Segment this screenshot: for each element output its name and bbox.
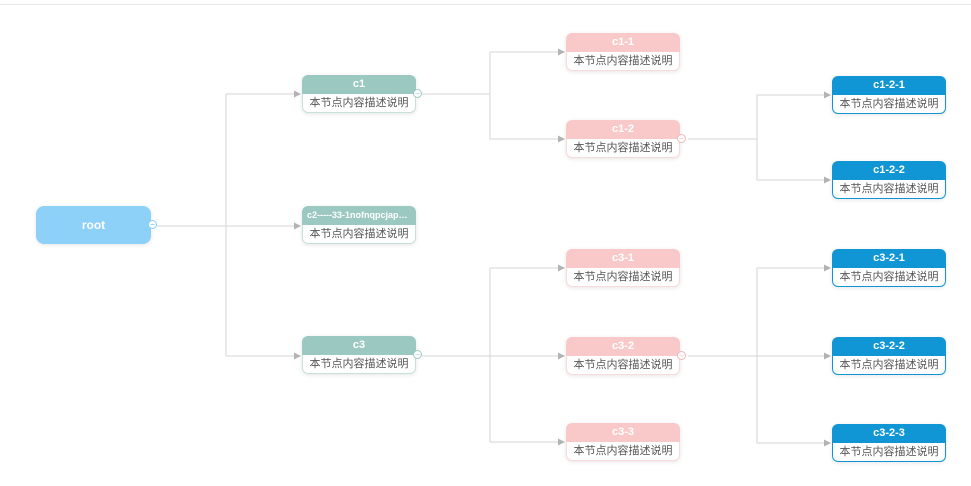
node-c3-2-description: 本节点内容描述说明 [566, 356, 680, 375]
node-c3-2-title: c3-2 [566, 337, 680, 356]
collapse-toggle-icon[interactable]: – [677, 351, 686, 360]
node-c1-2-1-description: 本节点内容描述说明 [832, 95, 946, 114]
node-c1-description: 本节点内容描述说明 [302, 94, 416, 113]
node-c3-1-title: c3-1 [566, 249, 680, 268]
node-c3-1[interactable]: c3-1 本节点内容描述说明 [566, 249, 680, 287]
node-c1-1[interactable]: c1-1 本节点内容描述说明 [566, 33, 680, 71]
node-c1-2-1[interactable]: c1-2-1 本节点内容描述说明 [832, 76, 946, 114]
node-c1-1-title: c1-1 [566, 33, 680, 52]
edge-root-c3 [155, 225, 301, 360]
node-c2-description: 本节点内容描述说明 [302, 225, 416, 244]
node-c3-2-2-description: 本节点内容描述说明 [832, 356, 946, 375]
node-c1-2-2[interactable]: c1-2-2 本节点内容描述说明 [832, 161, 946, 199]
node-c3-3[interactable]: c3-3 本节点内容描述说明 [566, 423, 680, 461]
node-c1-2-2-description: 本节点内容描述说明 [832, 180, 946, 199]
edge-c3-c3-1 [422, 264, 565, 357]
node-root[interactable]: root – [36, 206, 157, 244]
node-c1[interactable]: c1 本节点内容描述说明 – [302, 75, 422, 113]
node-c1-title: c1 [302, 75, 416, 94]
collapse-toggle-icon[interactable]: – [413, 350, 422, 359]
collapse-toggle-icon[interactable]: – [413, 89, 422, 98]
node-c3-3-description: 本节点内容描述说明 [566, 442, 680, 461]
node-c3-2-3-description: 本节点内容描述说明 [832, 443, 946, 462]
node-c3-2-3-title: c3-2-3 [832, 424, 946, 443]
node-c3-2-2[interactable]: c3-2-2 本节点内容描述说明 [832, 337, 946, 375]
node-c1-2[interactable]: c1-2 本节点内容描述说明 – [566, 120, 686, 158]
edge-root-c1 [155, 90, 301, 227]
collapse-toggle-icon[interactable]: – [148, 220, 157, 229]
node-c3-2-1[interactable]: c3-2-1 本节点内容描述说明 [832, 249, 946, 287]
top-divider [0, 4, 971, 5]
edge-c1-c1-1 [422, 48, 565, 95]
node-c3-title: c3 [302, 336, 416, 355]
node-c3-2-2-title: c3-2-2 [832, 337, 946, 356]
node-root-label: root [81, 218, 106, 232]
node-c3-3-title: c3-3 [566, 423, 680, 442]
node-c3-2-1-title: c3-2-1 [832, 249, 946, 268]
node-c3-description: 本节点内容描述说明 [302, 355, 416, 374]
node-c1-1-description: 本节点内容描述说明 [566, 52, 680, 71]
node-c1-2-title: c1-2 [566, 120, 680, 139]
edge-c1-2-c1-2-2 [688, 138, 831, 184]
node-c1-2-1-title: c1-2-1 [832, 76, 946, 95]
node-c3[interactable]: c3 本节点内容描述说明 – [302, 336, 422, 374]
node-c3-2-1-description: 本节点内容描述说明 [832, 268, 946, 287]
edge-c3-2-c3-2-1 [688, 264, 831, 357]
edge-c1-c1-2 [422, 93, 565, 143]
edge-c3-c3-3 [422, 355, 565, 446]
edge-c1-2-c1-2-1 [688, 91, 831, 140]
node-c1-2-2-title: c1-2-2 [832, 161, 946, 180]
collapse-toggle-icon[interactable]: – [677, 134, 686, 143]
node-c2-title: c2-----33-1nofnqpcjapme2... [302, 206, 416, 225]
node-c3-2[interactable]: c3-2 本节点内容描述说明 – [566, 337, 686, 375]
edge-c3-2-c3-2-3 [688, 355, 831, 447]
node-c3-2-3[interactable]: c3-2-3 本节点内容描述说明 [832, 424, 946, 462]
node-c1-2-description: 本节点内容描述说明 [566, 139, 680, 158]
node-c3-1-description: 本节点内容描述说明 [566, 268, 680, 287]
node-c2[interactable]: c2-----33-1nofnqpcjapme2... 本节点内容描述说明 [302, 206, 416, 244]
